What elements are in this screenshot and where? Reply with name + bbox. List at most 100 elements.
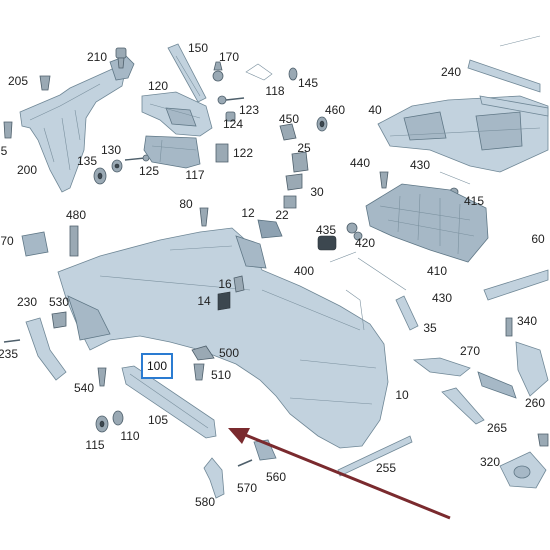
callout-5: 5 <box>0 144 8 158</box>
part-440-bolt <box>379 171 389 189</box>
part-580-trim <box>203 457 225 499</box>
part-430-wire-top <box>439 171 471 185</box>
callout-122: 122 <box>232 146 254 160</box>
part-410-grille <box>365 183 489 263</box>
callout-415: 415 <box>463 194 485 208</box>
pointer-arrow <box>228 428 451 520</box>
callout-420: 420 <box>354 236 376 250</box>
part-16-clip <box>233 275 245 293</box>
callout-200: 200 <box>16 163 38 177</box>
callout-260: 260 <box>524 396 546 410</box>
callout-255: 255 <box>375 461 397 475</box>
callout-110: 110 <box>120 429 140 443</box>
part-60-strip <box>483 269 549 301</box>
part-120-bracket <box>141 91 213 137</box>
callout-500: 500 <box>218 346 240 360</box>
part-400-wire <box>329 251 357 263</box>
part-260-bracket <box>477 371 517 399</box>
part-235-screw <box>3 339 21 343</box>
part-210-grommet <box>115 47 127 69</box>
callout-105: 105 <box>147 413 169 427</box>
callout-30: 30 <box>310 185 324 199</box>
callout-150: 150 <box>187 41 209 55</box>
callout-480: 480 <box>65 208 87 222</box>
part-70-plate <box>21 231 49 257</box>
callout-35: 35 <box>423 321 437 335</box>
callout-430-top: 430 <box>409 158 431 172</box>
part-320-cover <box>499 451 547 489</box>
callout-460: 460 <box>324 103 346 117</box>
part-110-nut <box>112 410 124 426</box>
callout-340: 340 <box>516 314 538 328</box>
part-205-clip <box>39 75 51 91</box>
callout-16: 16 <box>218 277 232 291</box>
callout-100-highlighted[interactable]: 100 <box>140 353 174 379</box>
part-80-pin <box>199 207 209 227</box>
callout-80: 80 <box>179 197 193 211</box>
part-130-nut <box>111 159 123 173</box>
part-170-grommet <box>212 61 224 82</box>
callout-320: 320 <box>479 455 501 469</box>
callout-410: 410 <box>426 264 448 278</box>
callout-570: 570 <box>236 481 258 495</box>
callout-118: 118 <box>265 84 285 98</box>
callout-25: 25 <box>297 141 311 155</box>
part-25-clip <box>291 151 309 173</box>
callout-145: 145 <box>297 76 319 90</box>
callout-510: 510 <box>210 368 232 382</box>
part-115-washer <box>95 415 109 433</box>
part-117-mount <box>143 135 201 169</box>
callout-230: 230 <box>16 295 38 309</box>
callout-120: 120 <box>147 79 169 93</box>
callout-240: 240 <box>440 65 462 79</box>
part-500-clip <box>191 345 215 361</box>
part-230-bracket <box>25 317 67 381</box>
part-123-bolt <box>217 95 245 105</box>
part-10-bumper-cover <box>57 227 389 449</box>
callout-265: 265 <box>486 421 508 435</box>
part-30-clip <box>285 173 303 191</box>
callout-40: 40 <box>368 103 382 117</box>
part-40-diffuser <box>377 95 549 173</box>
callout-560: 560 <box>265 470 287 484</box>
callout-530: 530 <box>48 295 70 309</box>
part-12-reflector <box>257 219 283 239</box>
part-125-pin <box>124 154 150 162</box>
part-100-bracket <box>121 365 217 439</box>
part-240-strip <box>467 35 549 117</box>
part-270-bracket <box>412 357 471 377</box>
part-118-clip <box>245 63 273 81</box>
callout-270: 270 <box>459 344 481 358</box>
part-435-sensor <box>317 235 337 251</box>
part-510-pin <box>193 363 205 381</box>
part-430-wire-bottom <box>357 257 407 291</box>
part-570-screw <box>237 459 253 467</box>
callout-115: 115 <box>85 438 105 452</box>
callout-70: 70 <box>0 234 14 248</box>
callout-60: 60 <box>531 232 545 246</box>
part-5-fastener <box>3 121 13 139</box>
part-460-ring <box>316 116 328 132</box>
callout-205: 205 <box>7 74 29 88</box>
callout-430-bottom: 430 <box>431 291 453 305</box>
part-right-clip <box>537 433 549 447</box>
callout-123: 123 <box>238 103 260 117</box>
part-14-clip <box>217 291 231 311</box>
callout-170: 170 <box>218 50 240 64</box>
callout-440: 440 <box>349 156 371 170</box>
callout-210: 210 <box>86 50 108 64</box>
part-340-bracket <box>515 341 549 397</box>
callout-235: 235 <box>0 347 19 361</box>
part-540-pin <box>97 367 107 387</box>
callout-14: 14 <box>197 294 211 308</box>
callout-117: 117 <box>185 168 205 182</box>
part-145-grommet <box>288 67 298 81</box>
callout-580: 580 <box>194 495 216 509</box>
callout-125: 125 <box>138 164 160 178</box>
callout-450: 450 <box>278 112 300 126</box>
callout-130: 130 <box>100 143 122 157</box>
callout-540: 540 <box>73 381 95 395</box>
part-150-strip <box>167 43 207 103</box>
part-22-clip <box>283 195 297 209</box>
part-530-clip <box>51 311 67 329</box>
